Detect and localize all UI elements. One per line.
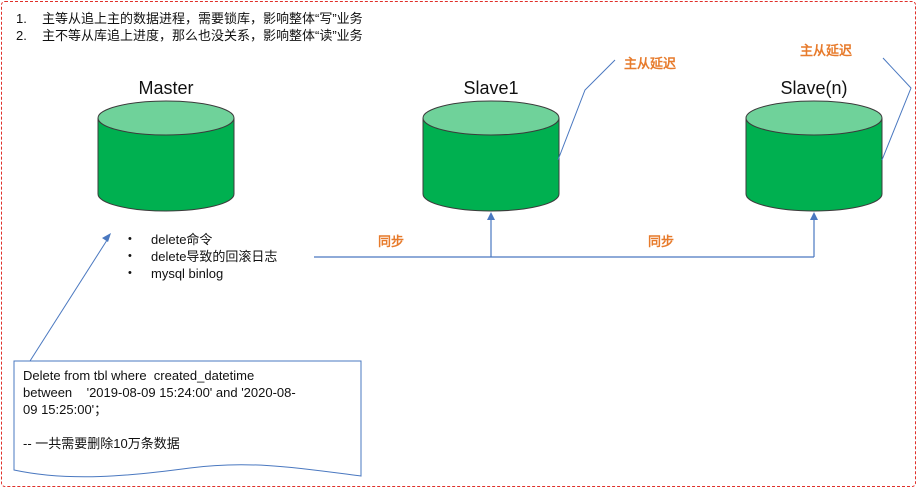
sync-label-left: 同步 <box>378 234 405 249</box>
slave1-label: Slave1 <box>463 78 519 98</box>
arrow-to-slaven <box>810 212 818 220</box>
bullet-dot: • <box>128 233 132 245</box>
intro-item-number: 2. <box>16 28 27 43</box>
master-bullet-list: • delete命令 • delete导致的回滚日志 • mysql binlo… <box>128 231 277 282</box>
slaven-delay-callout <box>881 57 912 161</box>
slave1-cylinder <box>422 100 560 212</box>
intro-item-text: 主不等从库追上进度，那么也没关系，影响整体“读”业务 <box>42 28 363 43</box>
bullet-text: delete导致的回滚日志 <box>151 249 278 264</box>
arrow-to-slave1 <box>487 212 495 220</box>
intro-item-number: 1. <box>16 11 27 26</box>
note-line: Delete from tbl where created_datetime <box>23 368 255 383</box>
note-arrowhead <box>102 233 111 242</box>
intro-list: 1. 主等从追上主的数据进程，需要锁库，影响整体“写”业务 2. 主不等从库追上… <box>16 10 363 44</box>
slaven-label: Slave(n) <box>780 78 848 98</box>
sql-note: Delete from tbl where created_datetime b… <box>23 367 358 452</box>
note-box <box>13 360 362 478</box>
replication-connector <box>314 216 815 258</box>
slaven-cylinder <box>745 100 883 212</box>
note-line: -- 一共需要删除10万条数据 <box>23 436 180 451</box>
note-line <box>23 418 358 435</box>
intro-item: 2. 主不等从库追上进度，那么也没关系，影响整体“读”业务 <box>16 27 363 44</box>
slave1-delay-label: 主从延迟 <box>624 56 677 71</box>
note-line: 09 15:25:00'； <box>23 402 108 417</box>
intro-item-text: 主等从追上主的数据进程，需要锁库，影响整体“写”业务 <box>42 11 363 26</box>
bullet-text: delete命令 <box>151 232 213 247</box>
master-cylinder <box>97 100 235 212</box>
master-label: Master <box>138 78 194 98</box>
bullet-item: • delete命令 <box>128 231 277 248</box>
slave1-delay-callout <box>557 59 616 161</box>
slaven-delay-label: 主从延迟 <box>800 43 853 58</box>
sync-label-right: 同步 <box>648 234 675 249</box>
note-line: between '2019-08-09 15:24:00' and '2020-… <box>23 385 296 400</box>
note-to-master-connector <box>29 236 110 362</box>
intro-item: 1. 主等从追上主的数据进程，需要锁库，影响整体“写”业务 <box>16 10 363 27</box>
bullet-text: mysql binlog <box>151 266 224 281</box>
bullet-item: • delete导致的回滚日志 <box>128 248 277 265</box>
bullet-item: • mysql binlog <box>128 265 277 282</box>
bullet-dot: • <box>128 267 132 279</box>
bullet-dot: • <box>128 250 132 262</box>
